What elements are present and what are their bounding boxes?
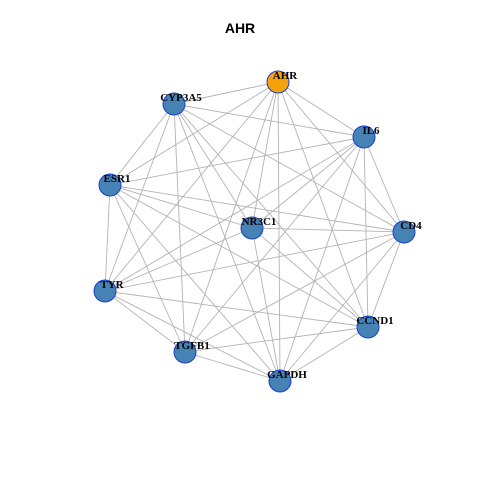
edge-nr3c1-cd4: [251, 227, 405, 233]
edge-nr3c1-tyr: [104, 227, 253, 292]
edge-cyp3a5-nr3c1: [173, 103, 253, 229]
node-label-nr3c1: NR3C1: [242, 216, 277, 228]
edge-cyp3a5-tyr: [104, 103, 175, 292]
edge-il6-tyr: [104, 136, 365, 292]
edge-cyp3a5-ccnd1: [173, 103, 369, 328]
node-circle-esr1: [98, 173, 122, 197]
edge-ahr-il6: [277, 81, 365, 138]
edge-esr1-gapdh: [109, 184, 281, 382]
edge-esr1-ccnd1: [109, 184, 369, 328]
node-nr3c1: NR3C1: [240, 216, 277, 240]
edge-il6-esr1: [109, 136, 365, 186]
edge-ahr-cyp3a5: [173, 81, 279, 105]
edge-cyp3a5-cd4: [173, 103, 405, 233]
edge-cyp3a5-gapdh: [173, 103, 281, 382]
node-circle-gapdh: [268, 369, 292, 393]
edge-cyp3a5-tgfb1: [173, 103, 186, 353]
node-circle-nr3c1: [240, 216, 264, 240]
node-label-il6: IL6: [362, 125, 380, 137]
edge-nr3c1-ccnd1: [251, 227, 369, 328]
edge-cd4-tyr: [104, 231, 405, 292]
edge-il6-cd4: [363, 136, 405, 233]
node-tyr: TYR: [93, 279, 125, 303]
edge-ccnd1-gapdh: [279, 326, 369, 382]
edge-ahr-gapdh: [277, 81, 281, 382]
edge-esr1-tyr: [104, 184, 111, 292]
node-circle-ccnd1: [356, 315, 380, 339]
edge-cyp3a5-esr1: [109, 103, 175, 186]
node-label-tyr: TYR: [100, 279, 124, 291]
edge-cd4-ccnd1: [367, 231, 405, 328]
node-circle-cd4: [392, 220, 416, 244]
edge-esr1-tgfb1: [109, 184, 186, 353]
node-il6: IL6: [352, 125, 380, 149]
node-ccnd1: CCND1: [356, 315, 394, 339]
node-circle-il6: [352, 125, 376, 149]
node-circle-cyp3a5: [162, 92, 186, 116]
node-label-esr1: ESR1: [104, 173, 131, 185]
edge-il6-nr3c1: [251, 136, 365, 229]
node-circle-tgfb1: [173, 340, 197, 364]
edge-esr1-cd4: [109, 184, 405, 233]
node-label-ahr: AHR: [273, 70, 299, 82]
node-gapdh: GAPDH: [267, 369, 307, 393]
node-label-tgfb1: TGFB1: [174, 340, 209, 352]
edge-ccnd1-tgfb1: [184, 326, 369, 353]
plot-title: AHR: [224, 20, 256, 36]
edge-ahr-tgfb1: [184, 81, 279, 353]
node-cyp3a5: CYP3A5: [160, 92, 202, 116]
node-esr1: ESR1: [98, 173, 131, 197]
edge-cyp3a5-il6: [173, 103, 365, 138]
edge-ahr-cd4: [277, 81, 405, 233]
edge-nr3c1-gapdh: [251, 227, 281, 382]
edge-il6-ccnd1: [363, 136, 369, 328]
node-cd4: CD4: [392, 220, 422, 244]
node-label-cd4: CD4: [400, 220, 422, 232]
edge-cd4-tgfb1: [184, 231, 405, 353]
node-circle-tyr: [93, 279, 117, 303]
edge-il6-tgfb1: [184, 136, 365, 353]
edge-esr1-nr3c1: [109, 184, 253, 229]
edge-tgfb1-gapdh: [184, 351, 281, 382]
edge-ahr-ccnd1: [277, 81, 369, 328]
node-circle-ahr: [266, 70, 290, 94]
edge-cd4-gapdh: [279, 231, 405, 382]
edge-ahr-esr1: [109, 81, 279, 186]
node-label-gapdh: GAPDH: [267, 369, 307, 381]
node-ahr: AHR: [266, 70, 299, 94]
edge-il6-gapdh: [279, 136, 365, 382]
node-label-cyp3a5: CYP3A5: [160, 92, 202, 104]
edge-tyr-ccnd1: [104, 290, 369, 328]
edge-tyr-tgfb1: [104, 290, 186, 353]
edge-layer: [104, 81, 405, 382]
node-tgfb1: TGFB1: [173, 340, 210, 364]
node-label-ccnd1: CCND1: [356, 315, 393, 327]
edge-tyr-gapdh: [104, 290, 281, 382]
